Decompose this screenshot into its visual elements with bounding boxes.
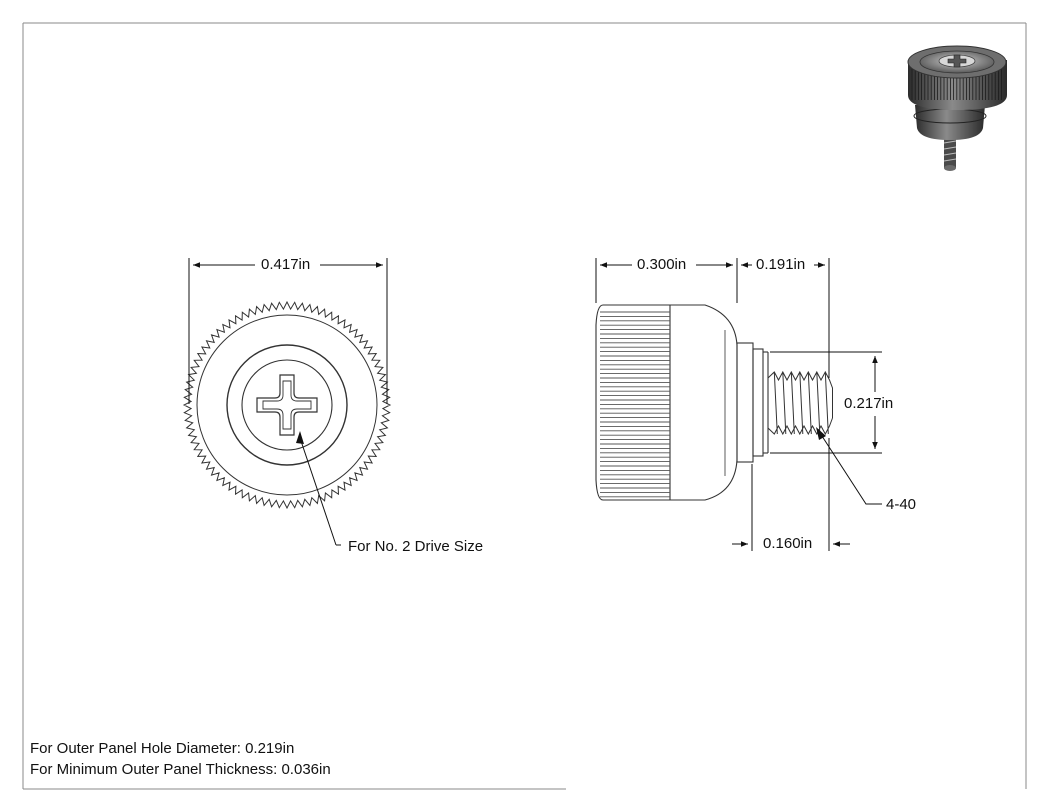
isometric-preview xyxy=(907,45,1007,171)
dim-head-length xyxy=(595,258,830,378)
drive-size-callout: For No. 2 Drive Size xyxy=(346,538,486,556)
drawing-border xyxy=(22,22,1027,790)
dim-label-head-length: 0.300in xyxy=(635,256,689,274)
front-view xyxy=(182,300,392,510)
dim-shoulder-length xyxy=(732,438,850,551)
dim-label-shoulder-length: 0.160in xyxy=(761,535,815,553)
leader-drive xyxy=(296,431,341,546)
side-view xyxy=(595,304,833,501)
note-hole-diameter: For Outer Panel Hole Diameter: 0.219in xyxy=(30,740,295,757)
dim-shoulder-diameter xyxy=(770,351,882,454)
thread-profile xyxy=(767,370,833,436)
dim-label-thread-length: 0.191in xyxy=(754,256,808,274)
dim-label-shoulder-diameter: 0.217in xyxy=(842,395,896,413)
knurled-rim xyxy=(182,300,392,510)
dim-head-diameter xyxy=(188,258,388,404)
phillips-recess xyxy=(256,374,318,436)
leader-thread xyxy=(816,427,882,505)
dim-label-head-diameter: 0.417in xyxy=(259,256,313,274)
note-panel-thickness: For Minimum Outer Panel Thickness: 0.036… xyxy=(30,761,331,778)
thread-spec-label: 4-40 xyxy=(884,496,919,514)
